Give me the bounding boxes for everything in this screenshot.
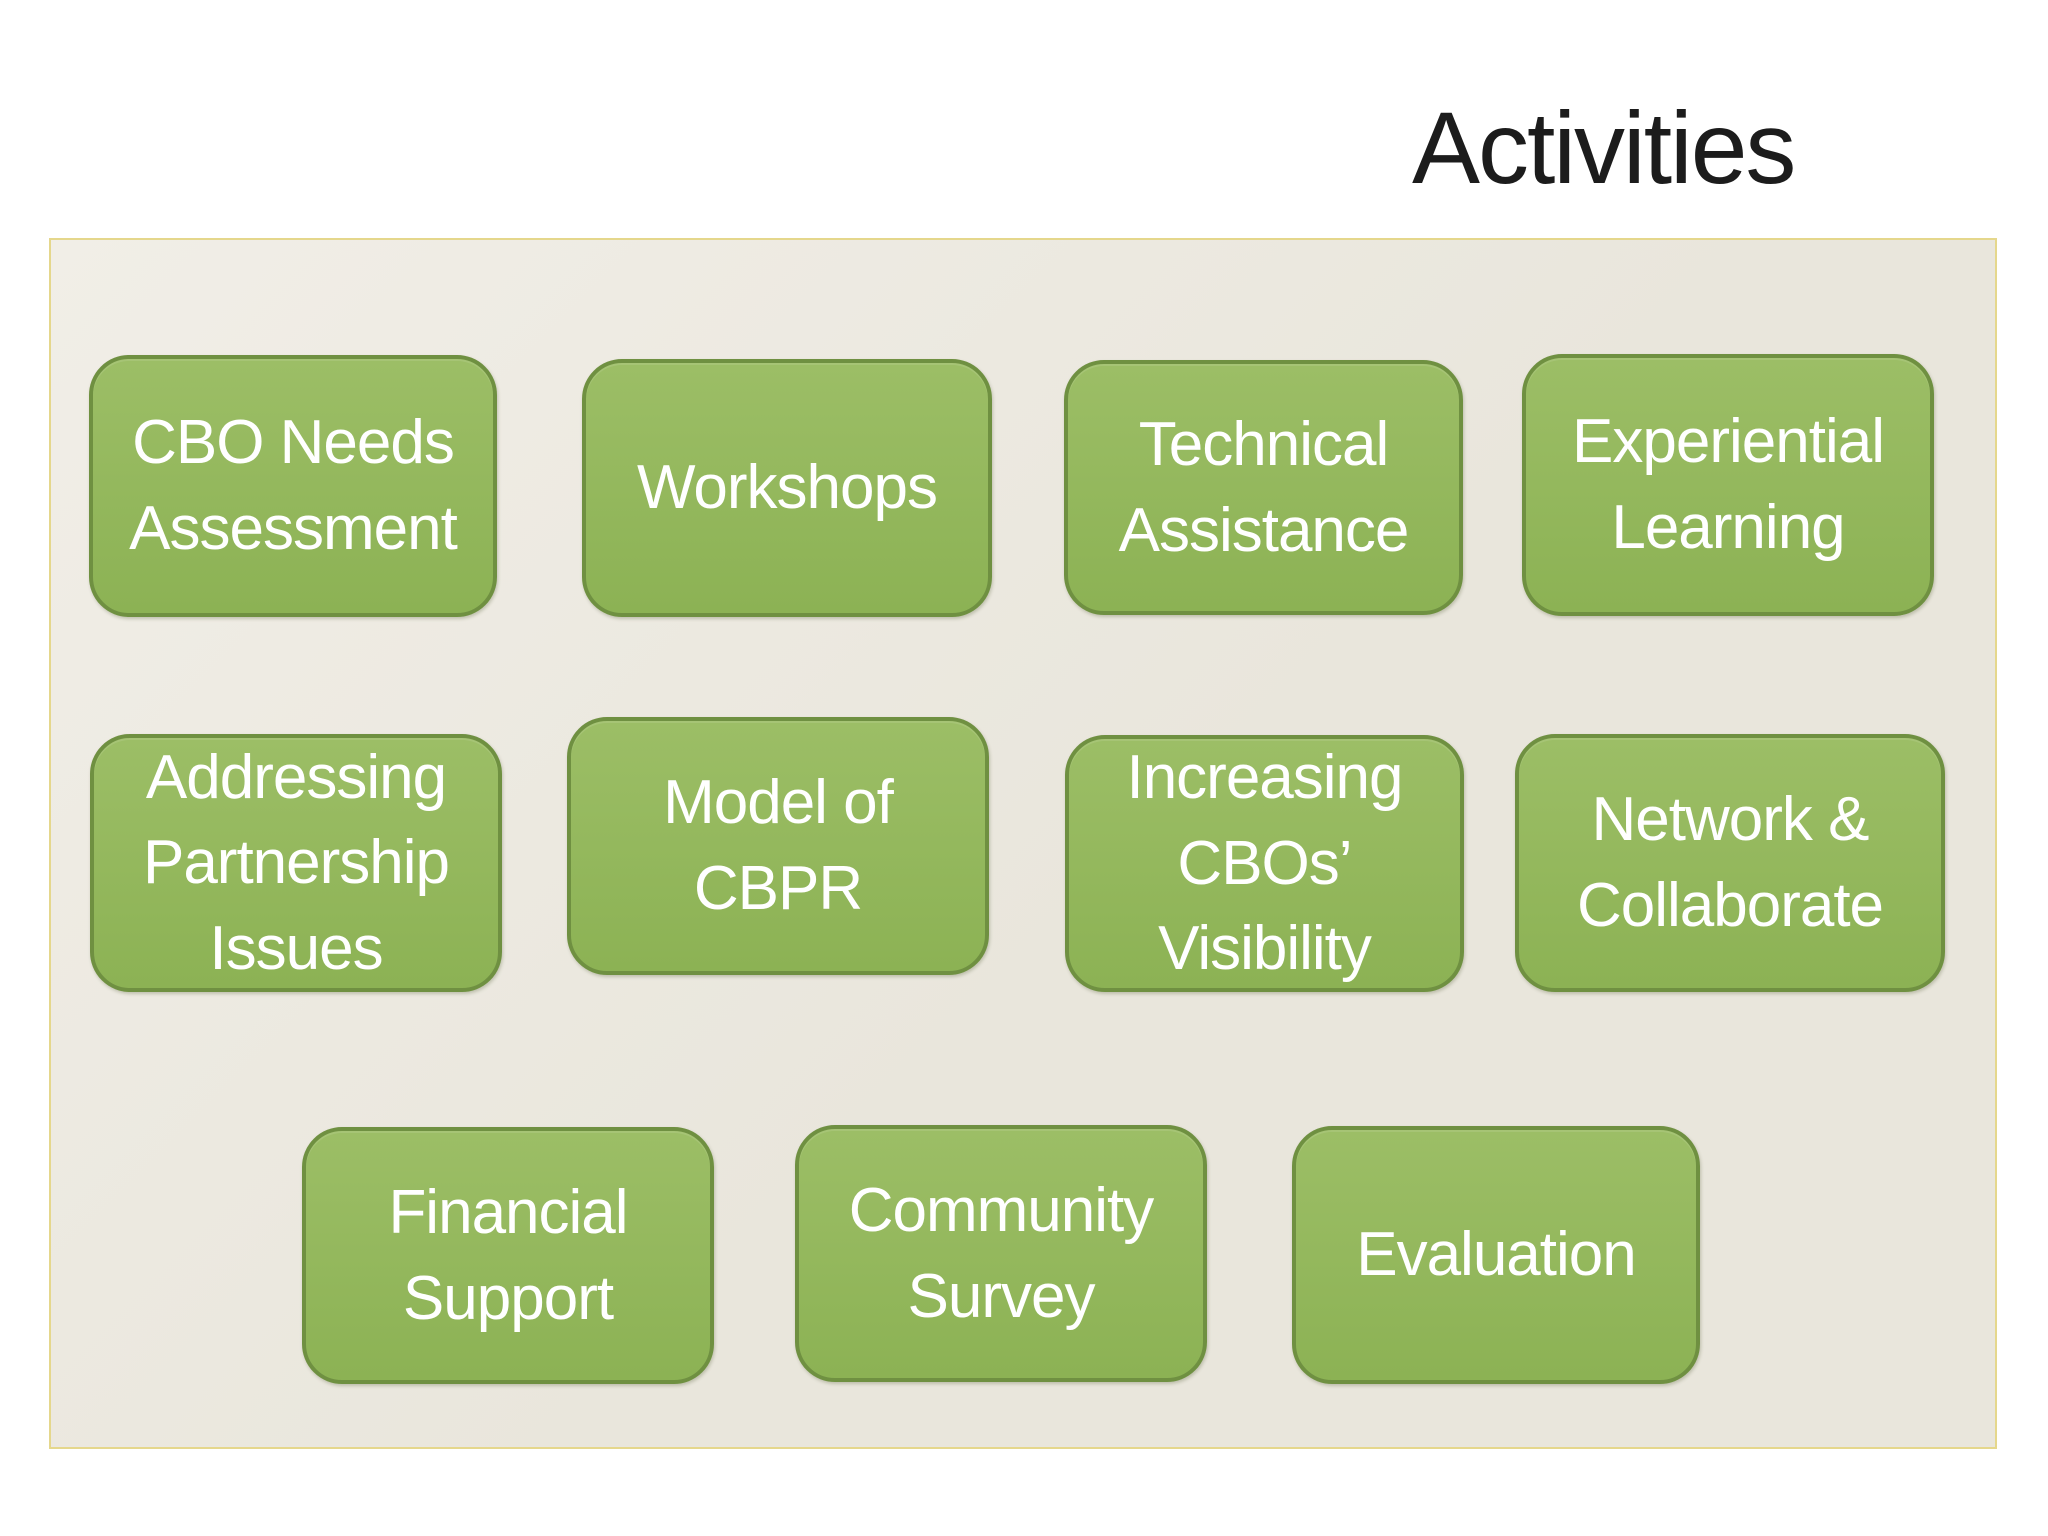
activity-box-label: Increasing CBOs’ Visibility: [1126, 743, 1403, 984]
activity-box-workshops: Workshops: [582, 359, 992, 617]
activity-box-label: Evaluation: [1356, 1220, 1637, 1290]
activity-box-cbo-needs-assessment: CBO Needs Assessment: [89, 355, 497, 617]
content-panel: CBO Needs Assessment Workshops Technical…: [49, 238, 1997, 1449]
activity-box-label: Workshops: [637, 453, 938, 523]
activity-box-model-of-cbpr: Model of CBPR: [567, 717, 989, 975]
slide-title: Activities: [1412, 91, 1796, 205]
activity-box-label: Addressing Partnership Issues: [142, 742, 450, 983]
activity-box-label: CBO Needs Assessment: [129, 408, 458, 563]
activity-box-addressing-partnership-issues: Addressing Partnership Issues: [90, 734, 502, 992]
activity-box-increasing-cbos-visibility: Increasing CBOs’ Visibility: [1065, 735, 1464, 992]
activity-box-label: Model of CBPR: [663, 768, 894, 923]
activity-box-network-and-collaborate: Network & Collaborate: [1515, 734, 1945, 992]
activity-box-experiential-learning: Experiential Learning: [1522, 354, 1934, 616]
activity-box-label: Community Survey: [848, 1175, 1155, 1331]
activity-box-financial-support: Financial Support: [302, 1127, 714, 1384]
activity-box-community-survey: Community Survey: [795, 1125, 1207, 1382]
activity-box-label: Experiential Learning: [1572, 407, 1885, 562]
activity-box-label: Network & Collaborate: [1576, 785, 1884, 940]
activity-box-label: Financial Support: [388, 1177, 628, 1333]
activity-box-evaluation: Evaluation: [1292, 1126, 1700, 1384]
activity-box-label: Technical Assistance: [1118, 409, 1410, 565]
activity-box-technical-assistance: Technical Assistance: [1064, 360, 1463, 615]
